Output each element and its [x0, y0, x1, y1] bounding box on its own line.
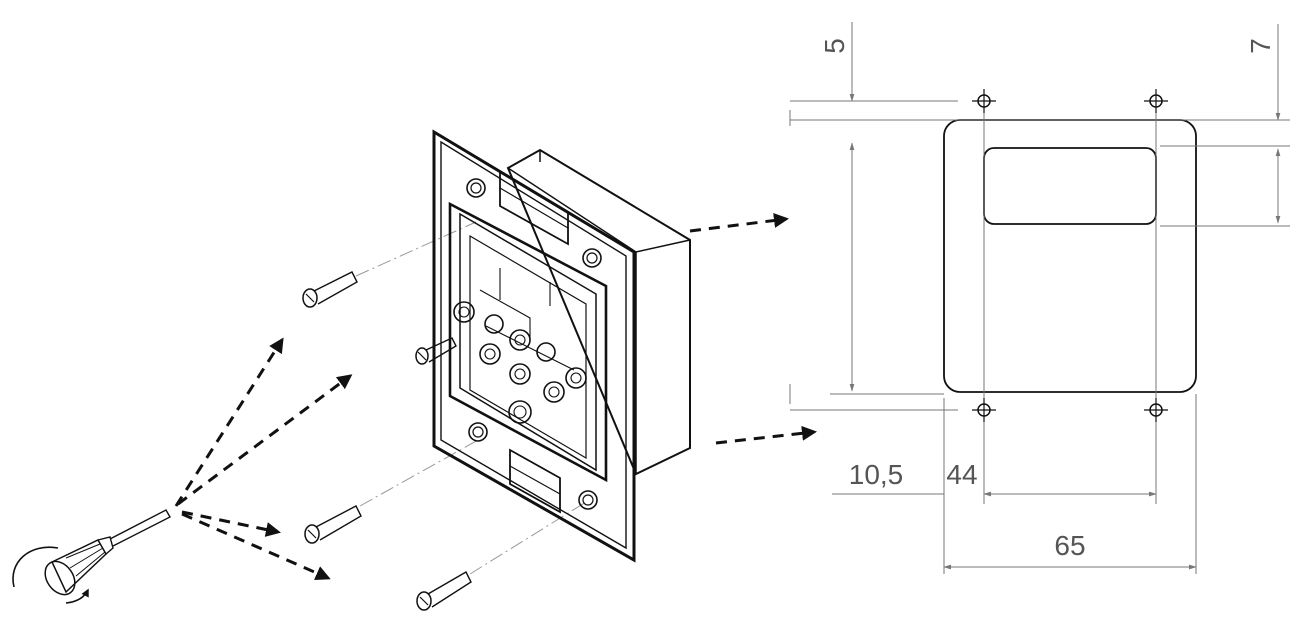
cutout-drawing: 5 7 10,5 44 65	[789, 22, 1290, 574]
hole-marker	[972, 89, 996, 113]
socket-housing	[432, 129, 691, 563]
hole-marker	[1144, 398, 1168, 422]
screw-icon	[415, 337, 457, 365]
hole-marker	[972, 398, 996, 422]
screw-icon	[416, 501, 587, 611]
dimension-small-offset: 10,5	[849, 459, 904, 490]
screw-icon	[304, 439, 479, 544]
hole-marker	[1144, 89, 1168, 113]
screw-icon	[302, 221, 477, 308]
dimension-total-width: 65	[1054, 530, 1085, 561]
screws	[302, 221, 587, 611]
rotate-arrow-icon	[65, 588, 89, 604]
assembly-arrows	[174, 213, 817, 581]
dimension-top-right: 7	[1245, 38, 1276, 54]
screwdriver-icon	[12, 509, 171, 604]
dimension-hole-spacing: 44	[946, 459, 977, 490]
dimension-top-left: 5	[819, 38, 850, 54]
